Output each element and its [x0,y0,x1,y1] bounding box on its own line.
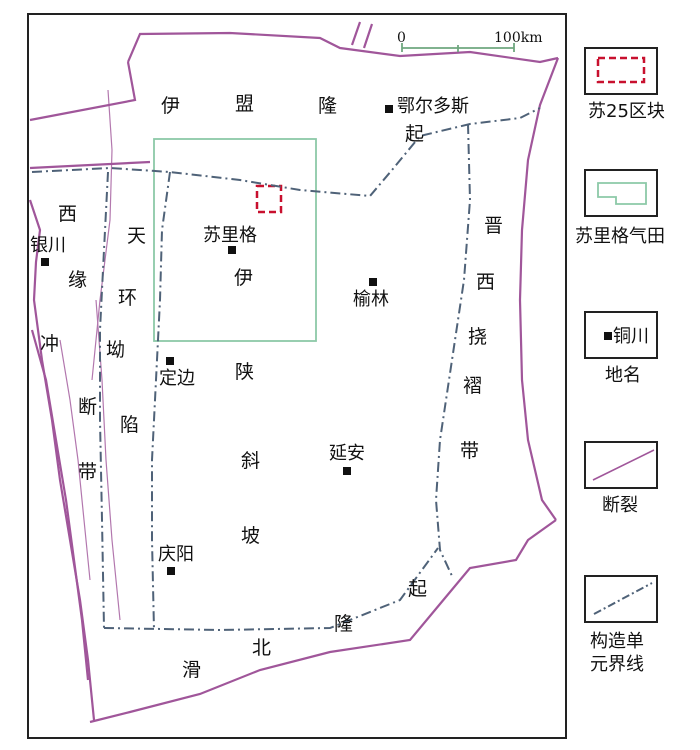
region-yishan-2: 陕 [235,361,254,383]
su25-block-outline [255,184,283,214]
legend-place-box [584,311,658,359]
legend: 苏25区块 苏里格气田 铜川 地名 断裂 构造单 元界线 [575,47,665,675]
region-yishan-3: 斜 [241,450,260,472]
scale-bar: 0 100km [397,30,542,52]
region-yimeng-3: 隆 [318,95,337,117]
legend-boundary-label-2: 元界线 [590,654,644,675]
city-qingyang: 庆阳 [158,544,194,565]
region-jinxi-2: 西 [476,271,495,293]
region-jinxi-5: 带 [460,440,479,462]
region-jinxi-4: 褶 [463,375,482,397]
sulige-marker [228,246,236,254]
yinchuan-marker [41,258,49,266]
region-yimeng-1: 伊 [161,95,180,117]
region-xiyuan-4: 断 [78,396,97,418]
legend-fault-symbol [592,449,655,481]
legend-fault-box [584,441,658,489]
legend-boundary-symbol [593,582,653,615]
city-sulige: 苏里格 [203,225,257,246]
city-erdos: 鄂尔多斯 [397,96,469,117]
yulin-marker [369,278,377,286]
scale-zero: 0 [397,30,406,46]
legend-boundary-label-1: 构造单 [590,631,644,652]
region-tianhuan-1: 天 [127,225,146,247]
qingyang-marker [167,567,175,575]
legend-place-example: 铜川 [613,326,649,347]
city-yanan: 延安 [329,443,365,464]
region-tianhuan-3: 坳 [106,339,125,361]
legend-field-box [584,169,658,217]
region-weibei-1: 滑 [182,659,201,681]
region-xiyuan-1: 西 [58,203,77,225]
region-weibei-4: 起 [408,578,427,600]
fault-lines [28,21,560,724]
legend-field-symbol [597,182,647,205]
sulige-gas-field-outline [153,138,317,342]
region-yimeng-2: 盟 [235,93,254,115]
region-yishan-1: 伊 [234,267,253,289]
city-markers [41,105,393,575]
city-yinchuan: 银川 [30,235,66,256]
region-tianhuan-4: 陷 [120,414,139,436]
legend-fault-label: 断裂 [602,495,638,516]
scale-distance: 100km [494,30,542,46]
dingbian-marker [166,357,174,365]
yanan-marker [343,467,351,475]
legend-boundary-box [584,575,658,623]
region-xiyuan-2: 缘 [68,269,87,291]
region-tianhuan-2: 环 [118,287,137,309]
legend-su25-label: 苏25区块 [588,101,665,122]
map-frame [27,13,567,739]
region-jinxi-3: 挠 [468,326,487,348]
region-xiyuan-5: 带 [78,461,97,483]
erdos-marker [385,105,393,113]
city-dingbian: 定边 [159,368,195,389]
legend-field-label: 苏里格气田 [575,226,665,247]
region-yishan-4: 坡 [241,525,260,547]
legend-place-label: 地名 [605,365,641,386]
tectonic-boundaries [31,107,541,632]
legend-place-marker [604,332,612,340]
legend-su25-symbol [596,56,646,84]
region-jinxi-1: 晋 [484,215,503,237]
legend-su25-box [584,47,658,95]
region-yimeng-4: 起 [405,123,424,145]
region-xiyuan-3: 冲 [40,333,59,355]
city-yulin: 榆林 [353,289,389,310]
region-weibei-2: 北 [252,637,271,659]
region-weibei-3: 隆 [334,613,353,635]
